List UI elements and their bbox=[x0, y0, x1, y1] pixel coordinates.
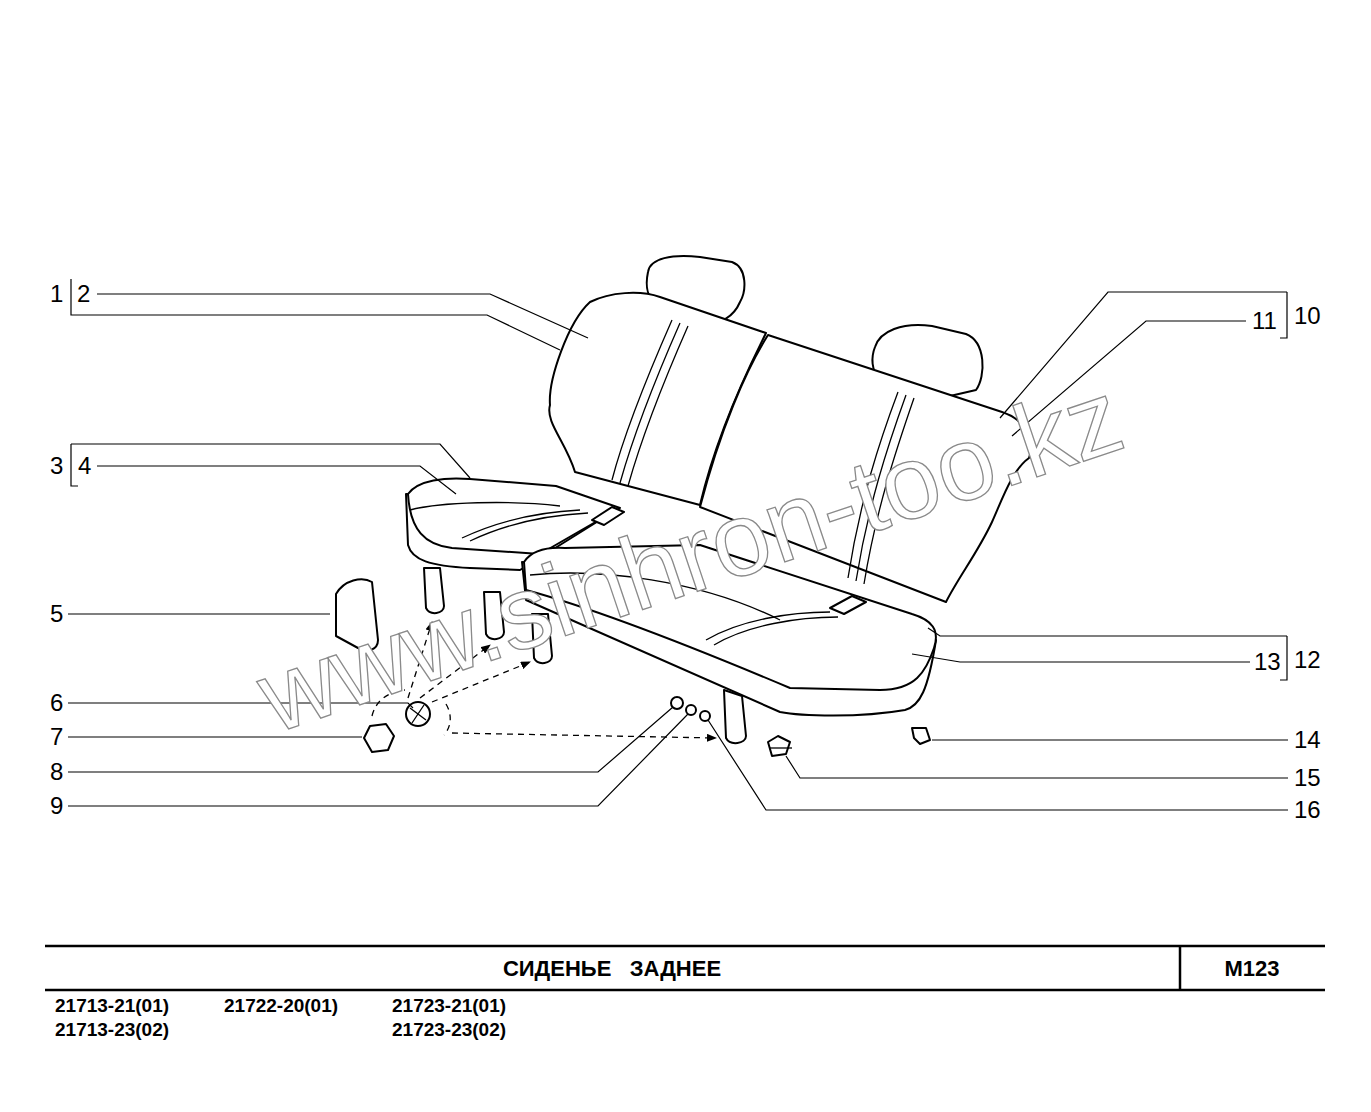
callout-number: 13 bbox=[1254, 649, 1281, 675]
title: СИДЕНЬЕ ЗАДНЕЕ bbox=[503, 957, 721, 981]
sheet-code: М123 bbox=[1224, 957, 1279, 981]
model-code: 21722-20(01) bbox=[224, 996, 338, 1017]
model-code: 21723-21(01) bbox=[392, 996, 506, 1017]
callout-number: 3 bbox=[50, 453, 63, 479]
callout-number: 6 bbox=[50, 690, 63, 716]
callout-number: 5 bbox=[50, 601, 63, 627]
callout-number: 2 bbox=[77, 281, 90, 307]
model-code: 21713-23(02) bbox=[55, 1020, 169, 1041]
callout-number: 11 bbox=[1252, 308, 1277, 334]
callout-number: 14 bbox=[1294, 727, 1321, 753]
model-code: 21723-23(02) bbox=[392, 1020, 506, 1041]
callout-number: 7 bbox=[50, 724, 63, 750]
callout-number: 9 bbox=[50, 793, 63, 819]
callout-number: 16 bbox=[1294, 797, 1321, 823]
callout-number: 1 bbox=[50, 281, 63, 307]
callout-number: 4 bbox=[78, 453, 91, 479]
callout-number: 8 bbox=[50, 759, 63, 785]
callout-number: 15 bbox=[1294, 765, 1321, 791]
model-code: 21713-21(01) bbox=[55, 996, 169, 1017]
callout-number: 12 bbox=[1294, 647, 1321, 673]
callout-number: 10 bbox=[1294, 303, 1321, 329]
